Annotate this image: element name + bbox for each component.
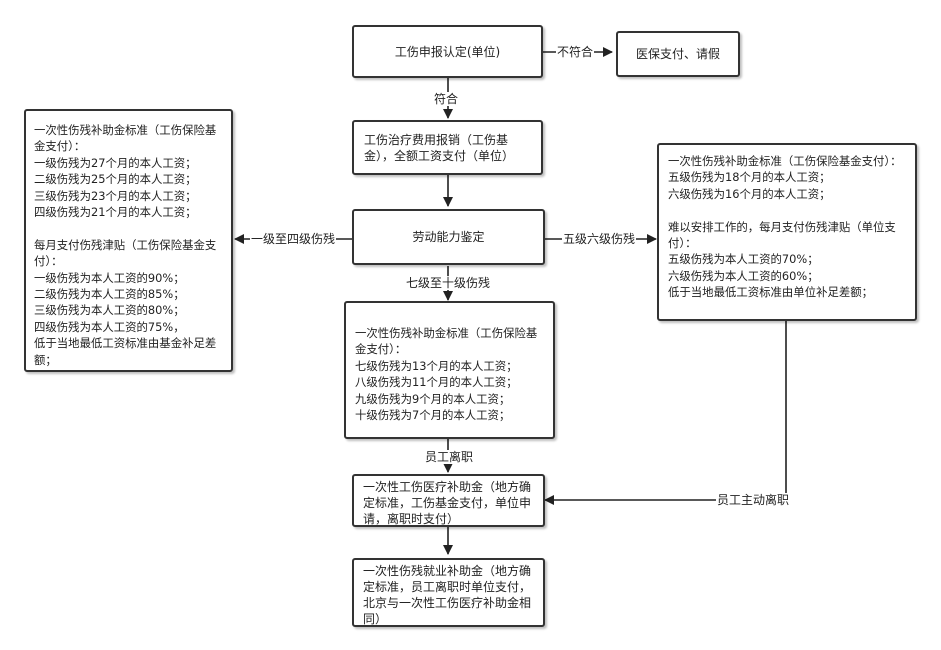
node-grade-5-6-compensation: 一次性伤残补助金标准（工伤保险基金支付）： 五级伤残为18个月的本人工资； 六级… <box>657 143 917 321</box>
edge-label-not-match: 不符合 <box>556 45 595 59</box>
edge-label-match: 符合 <box>433 92 460 106</box>
node-injury-application: 工伤申报认定(单位) <box>352 25 543 78</box>
node-employment-subsidy: 一次性伤残就业补助金（地方确定标准，员工离职时单位支付，北京与一次性工伤医疗补助… <box>352 558 545 627</box>
node-work-capacity-assessment: 劳动能力鉴定 <box>352 209 545 265</box>
node-grade-1-4-compensation: 一次性伤残补助金标准（工伤保险基金支付）： 一级伤残为27个月的本人工资； 二级… <box>24 109 233 372</box>
edge-label-grade-1-4: 一级至四级伤残 <box>250 232 337 246</box>
node-treatment-reimbursement: 工伤治疗费用报销（工伤基金），全额工资支付（单位） <box>352 120 543 175</box>
edge-label-grade-7-10: 七级至十级伤残 <box>405 276 492 290</box>
edge-label-voluntary-resign: 员工主动离职 <box>716 493 791 507</box>
edge-label-grade-5-6: 五级六级伤残 <box>562 232 637 246</box>
node-medical-insurance-leave: 医保支付、请假 <box>616 31 740 77</box>
edge-grade5-6-medical <box>544 320 787 505</box>
edge-label-resign: 员工离职 <box>424 450 475 464</box>
node-medical-subsidy: 一次性工伤医疗补助金（地方确定标准，工伤基金支付，单位申请，离职时支付） <box>352 474 545 527</box>
node-grade-7-10-compensation: 一次性伤残补助金标准（工伤保险基金支付）： 七级伤残为13个月的本人工资； 八级… <box>344 301 555 439</box>
